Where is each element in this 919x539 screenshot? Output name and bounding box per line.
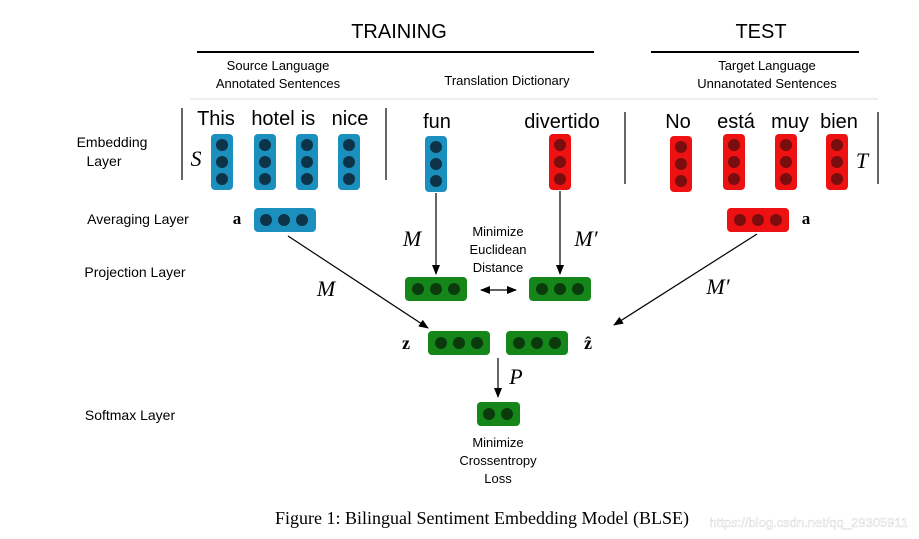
dict-target-word: divertido [524,111,600,133]
embedding-vector [826,134,848,190]
symbol-z-hat: ẑ [584,333,592,353]
target-average-vector [727,208,789,232]
embedding-vector [670,136,692,192]
averaging-layer-label: Averaging Layer [87,211,189,227]
target-word: está [717,111,756,133]
projected-source-vector [428,331,490,355]
projected-dict-target-vector [529,277,591,301]
figure-caption: Figure 1: Bilingual Sentiment Embedding … [275,508,689,529]
symbol-a-source: a [233,209,242,228]
source-average-vector [254,208,316,232]
embedding-layer-label-line2: Layer [86,153,121,169]
symbol-M-source: M [316,276,337,301]
target-word: No [665,111,691,133]
test-header: TEST [735,21,786,43]
projected-target-vector [506,331,568,355]
dict-source-word: fun [423,111,451,133]
target-projection-arrow [613,233,758,326]
dict-source-embedding [425,136,447,192]
loss-annotation-line1: Minimize [472,435,523,450]
symbol-a-target: a [802,209,811,228]
embedding-vector [775,134,797,190]
source-embedding-vectors [211,134,360,190]
euclid-annotation-line2: Euclidean [469,242,526,257]
symbol-P: P [508,364,522,389]
symbol-M-prime-target: M′ [705,274,730,299]
symbol-z: z [402,333,410,353]
symbol-S: S [191,146,202,171]
loss-annotation-line2: Crossentropy [459,453,537,468]
symbol-M-prime-dict: M′ [573,226,598,251]
target-word: bien [820,111,858,133]
euclid-annotation-line1: Minimize [472,224,523,239]
loss-annotation-line3: Loss [484,471,512,486]
dictionary-subheader: Translation Dictionary [444,73,570,88]
training-header: TRAINING [351,21,447,43]
target-subheader-line2: Unnanotated Sentences [697,76,837,91]
softmax-layer-label: Softmax Layer [85,407,176,423]
source-word: is [301,108,315,130]
target-word: muy [771,111,809,133]
source-projection-arrow [287,235,429,329]
source-word: hotel [251,108,294,130]
embedding-vector [254,134,276,190]
dict-target-embedding [549,134,571,190]
embedding-vector [338,134,360,190]
target-subheader-line1: Target Language [718,58,816,73]
softmax-output-vector [477,402,520,426]
source-subheader-line1: Source Language [227,58,330,73]
symbol-M-dict: M [402,226,423,251]
embedding-vector [296,134,318,190]
source-subheader-line2: Annotated Sentences [216,76,341,91]
symbol-T: T [856,148,870,173]
source-word: This [197,108,235,130]
watermark: https://blog.csdn.net/qq_29305911 [709,515,908,530]
projection-layer-label: Projection Layer [84,264,186,280]
embedding-vector [211,134,233,190]
projected-dict-source-vector [405,277,467,301]
embedding-layer-label-line1: Embedding [77,134,148,150]
embedding-vector [723,134,745,190]
source-word: nice [332,108,369,130]
euclid-annotation-line3: Distance [473,260,524,275]
target-embedding-vectors [670,134,848,192]
